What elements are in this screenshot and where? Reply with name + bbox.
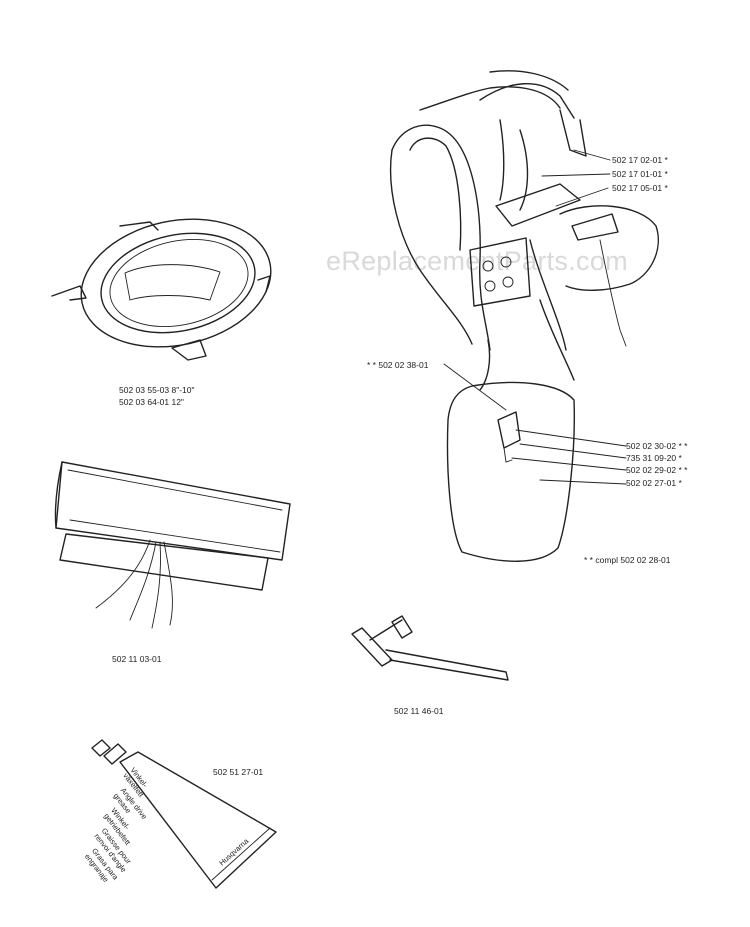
ring-part-label-1: 502 03 55-03 8"-10" xyxy=(119,385,195,395)
leader-lines xyxy=(443,149,627,485)
pad-part-label-4: 502 02 27-01 * xyxy=(626,478,682,488)
harness-drawing xyxy=(389,70,659,391)
pad-part-label-3: 502 02 29-02 * * xyxy=(626,465,688,475)
grease-tube-drawing: Vinkel- växelfett Angle drive grease Win… xyxy=(83,739,277,889)
tube-brand: Husqvarna xyxy=(217,836,251,868)
compl-part-label: * * compl 502 02 28-01 xyxy=(584,555,671,565)
socket-wrench-drawing xyxy=(351,615,509,681)
harness-part-label-2: 502 17 01-01 * xyxy=(612,169,668,179)
hip-pad-drawing xyxy=(446,381,575,562)
grease-part-label: 502 51 27-01 xyxy=(213,767,264,777)
pad-part-label-2: 735 31 09-20 * xyxy=(626,453,682,463)
guard-ring-drawing xyxy=(51,218,272,361)
watermark: eReplacementParts.com xyxy=(326,246,628,276)
ring-part-label-2: 502 03 64-01 12" xyxy=(119,397,184,407)
harness-part-label-1: 502 17 02-01 * xyxy=(612,155,668,165)
pad-part-label-1: 502 02 30-02 * * xyxy=(626,441,688,451)
tool-pouch-drawing xyxy=(54,461,291,629)
harness-part-label-3: 502 17 05-01 * xyxy=(612,183,668,193)
wrench-part-label: 502 11 46-01 xyxy=(394,706,444,716)
hook-part-label: * * 502 02 38-01 xyxy=(367,360,429,370)
pouch-part-label: 502 11 03-01 xyxy=(112,654,162,664)
